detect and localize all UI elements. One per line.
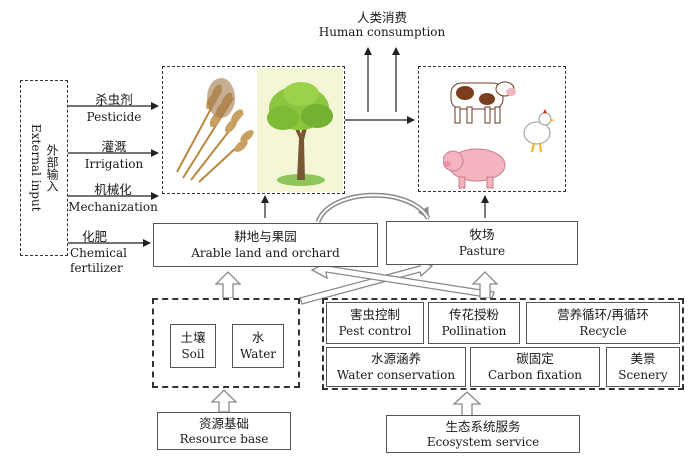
livestock-image-box	[418, 66, 566, 192]
crops-image-box	[162, 66, 345, 194]
resource-base-box: 资源基础 Resource base	[157, 412, 291, 450]
external-input-label: 外部输入 External input	[29, 124, 59, 212]
input-irrigation: 灌溉 Irrigation	[84, 139, 144, 171]
resource-base-up-arrow	[210, 389, 238, 413]
input-pesticide: 杀虫剂 Pesticide	[86, 92, 142, 124]
ecosystem-service-up-arrow	[452, 391, 482, 417]
input-arrows	[68, 102, 159, 247]
resource-to-arable-arrow	[214, 271, 242, 299]
tree-icon	[257, 68, 343, 192]
soil-box: 土壤 Soil	[170, 324, 216, 368]
pollination-box: 传花授粉 Pollination	[428, 302, 520, 344]
pest-control-box: 害虫控制 Pest control	[326, 302, 424, 344]
service-to-pasture-arrow	[299, 258, 434, 305]
wheat-icon	[176, 78, 254, 183]
scenery-box: 美景 Scenery	[606, 347, 680, 387]
cross-arrows	[299, 258, 495, 305]
arable-to-pasture-curve	[315, 192, 431, 224]
water-conservation-box: 水源涵养 Water conservation	[326, 347, 466, 387]
water-box: 水 Water	[232, 324, 284, 368]
external-input-box: 外部输入 External input	[20, 80, 68, 256]
service-to-pasture-up-arrow	[471, 271, 499, 299]
arable-to-pasture-curve-inner	[317, 194, 429, 223]
chicken-icon	[523, 109, 555, 153]
pig-icon	[443, 148, 506, 189]
hollow-up-arrows	[210, 271, 499, 417]
arable-land-box: 耕地与果园 Arable land and orchard	[153, 223, 378, 267]
recycle-box: 营养循环/再循环 Recycle	[526, 302, 680, 344]
pasture-box: 牧场 Pasture	[386, 221, 578, 265]
input-chemical-fertilizer: 化肥 Chemical fertilizer	[70, 229, 127, 275]
cow-icon	[450, 81, 516, 124]
human-consumption-label: 人类消费 Human consumption	[318, 10, 446, 39]
carbon-fixation-box: 碳固定 Carbon fixation	[470, 347, 600, 387]
input-mechanization: 机械化 Mechanization	[68, 182, 158, 214]
ecosystem-service-box: 生态系统服务 Ecosystem service	[386, 415, 580, 453]
